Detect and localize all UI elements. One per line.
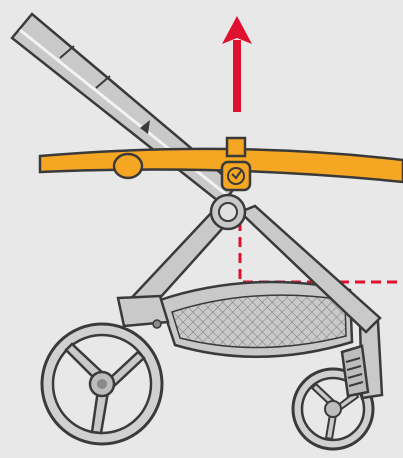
rear-wheel — [40, 322, 164, 446]
storage-basket — [158, 280, 354, 358]
hinge-joint — [209, 193, 247, 231]
release-button-icon — [220, 160, 252, 192]
front-suspension — [340, 320, 384, 400]
alignment-guide-line — [238, 205, 403, 284]
arrow-up-icon — [222, 16, 252, 112]
front-leg — [237, 204, 382, 334]
